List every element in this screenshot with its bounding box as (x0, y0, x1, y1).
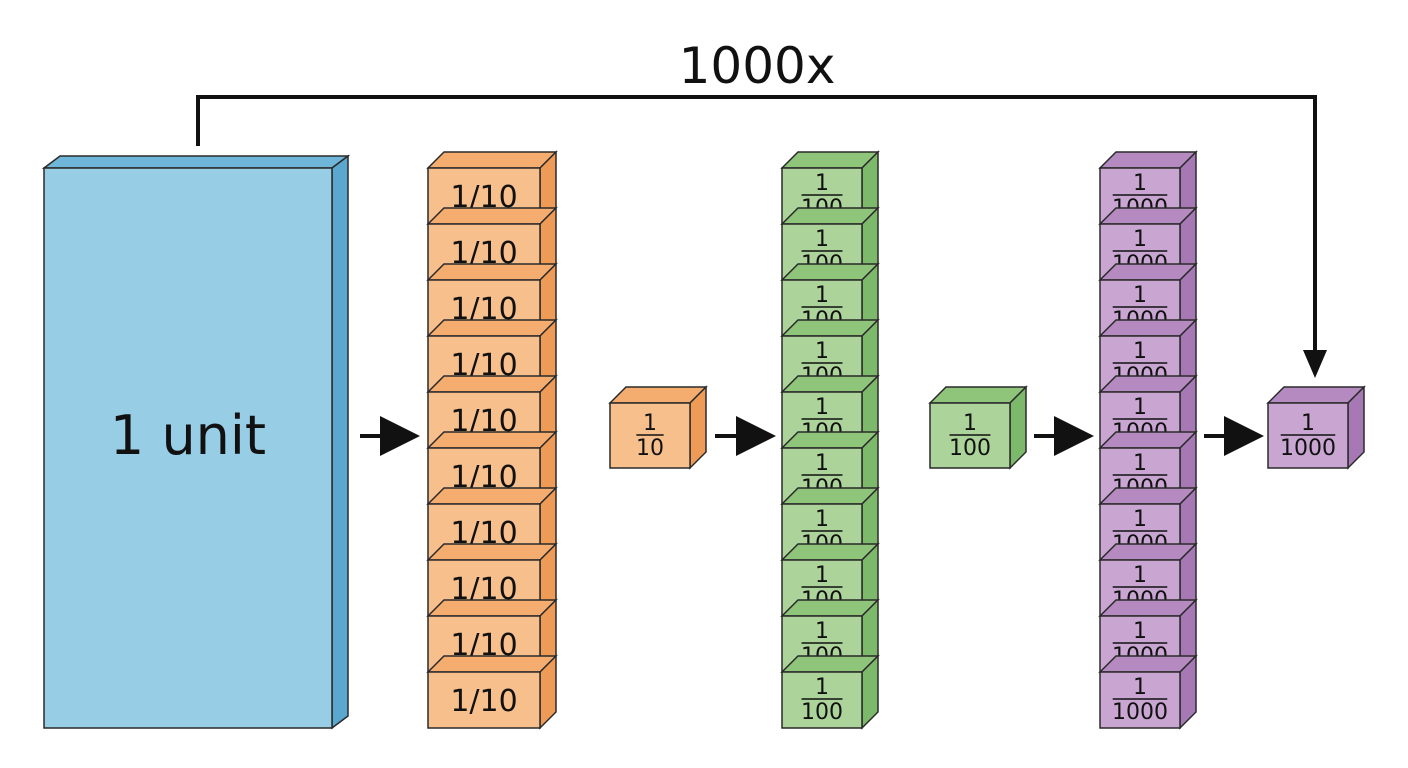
hundredth-cell-fraction-numerator: 1 (815, 227, 829, 252)
hundredth-cell-fraction-numerator: 1 (815, 451, 829, 476)
hundredth-cell-fraction-numerator: 1 (815, 619, 829, 644)
scale-bracket-arrow (196, 95, 1327, 378)
single-thousandth-fraction-numerator: 1 (1301, 411, 1315, 436)
hundredth-cell-fraction-numerator: 1 (815, 563, 829, 588)
tenth-cell-top (426, 151, 558, 169)
tenths-column: 1/101/101/101/101/101/101/101/101/101/10 (426, 150, 558, 730)
single-tenth-cube: 110 (608, 385, 708, 470)
hundredth-cell-fraction-numerator: 1 (815, 171, 829, 196)
thousandth-cell-fraction-numerator: 1 (1133, 339, 1147, 364)
hundredth-cell-front (781, 671, 863, 729)
hundredths-column: 1100110011001100110011001100110011001100 (780, 150, 880, 730)
tenth-cell-top (426, 655, 558, 673)
single-tenth-fraction: 110 (636, 411, 664, 461)
thousandth-cell-fraction-numerator: 1 (1133, 675, 1147, 700)
tenth-cell-front (427, 671, 541, 729)
tenth-cell-top (426, 599, 558, 617)
unit-block: 1 unit (41, 154, 351, 730)
thousandth-cell-fraction-numerator: 1 (1133, 395, 1147, 420)
single-tenth-fraction-denominator: 10 (636, 436, 664, 461)
thousandths-column: 1100011000110001100011000110001100011000… (1098, 150, 1198, 730)
tenth-cell-top (426, 487, 558, 505)
unit-block-top (41, 155, 351, 169)
single-hundredth-fraction-denominator: 100 (949, 436, 991, 461)
unit-block-front (43, 167, 333, 729)
single-thousandth-fraction-denominator: 1000 (1280, 436, 1336, 461)
thousandth-cell-fraction-numerator: 1 (1133, 451, 1147, 476)
bracket-line (196, 95, 1317, 352)
tenth-cell-label: 1/10 (450, 684, 517, 719)
tenth-cell-top (426, 319, 558, 337)
hundredth-cell-fraction-numerator: 1 (815, 507, 829, 532)
hundredth-cell-fraction-numerator: 1 (815, 675, 829, 700)
thousandth-cell (1098, 430, 1198, 506)
tenth-cell-top (426, 375, 558, 393)
hundredth-cell-fraction-numerator: 1 (815, 339, 829, 364)
hundredth-cell-fraction-numerator: 1 (815, 283, 829, 308)
thousandth-cell-fraction-numerator: 1 (1133, 507, 1147, 532)
thousandth-cell-fraction-numerator: 1 (1133, 283, 1147, 308)
hundredth-cell (780, 486, 880, 562)
hundredth-cell-fraction-denominator: 100 (801, 700, 843, 725)
tenth-cell-top (426, 263, 558, 281)
thousandth-cell (1098, 150, 1198, 226)
unit-label: 1 unit (110, 404, 266, 467)
tenth-cell-top (426, 431, 558, 449)
thousandth-cell (1098, 654, 1198, 730)
thousandth-cell-front (1099, 671, 1181, 729)
thousandth-cell-fraction-numerator: 1 (1133, 563, 1147, 588)
thousandth-cell (1098, 374, 1198, 450)
thousandth-cell-fraction-numerator: 1 (1133, 619, 1147, 644)
tenth-cell (426, 654, 558, 730)
thousandth-cell-fraction-numerator: 1 (1133, 171, 1147, 196)
single-tenth-fraction-numerator: 1 (643, 411, 657, 436)
scale-factor-label: 1000x (679, 37, 836, 95)
bracket-arrowhead-icon (1303, 350, 1327, 378)
tenth-cell-top (426, 543, 558, 561)
hundredth-cell-fraction-numerator: 1 (815, 395, 829, 420)
thousandth-cell-fraction-denominator: 1000 (1112, 700, 1168, 725)
hundredth-cell (780, 654, 880, 730)
thousandth-cell-fraction-numerator: 1 (1133, 227, 1147, 252)
single-hundredth-fraction-numerator: 1 (963, 411, 977, 436)
unit-block-side (331, 154, 349, 730)
tenth-cell-top (426, 207, 558, 225)
